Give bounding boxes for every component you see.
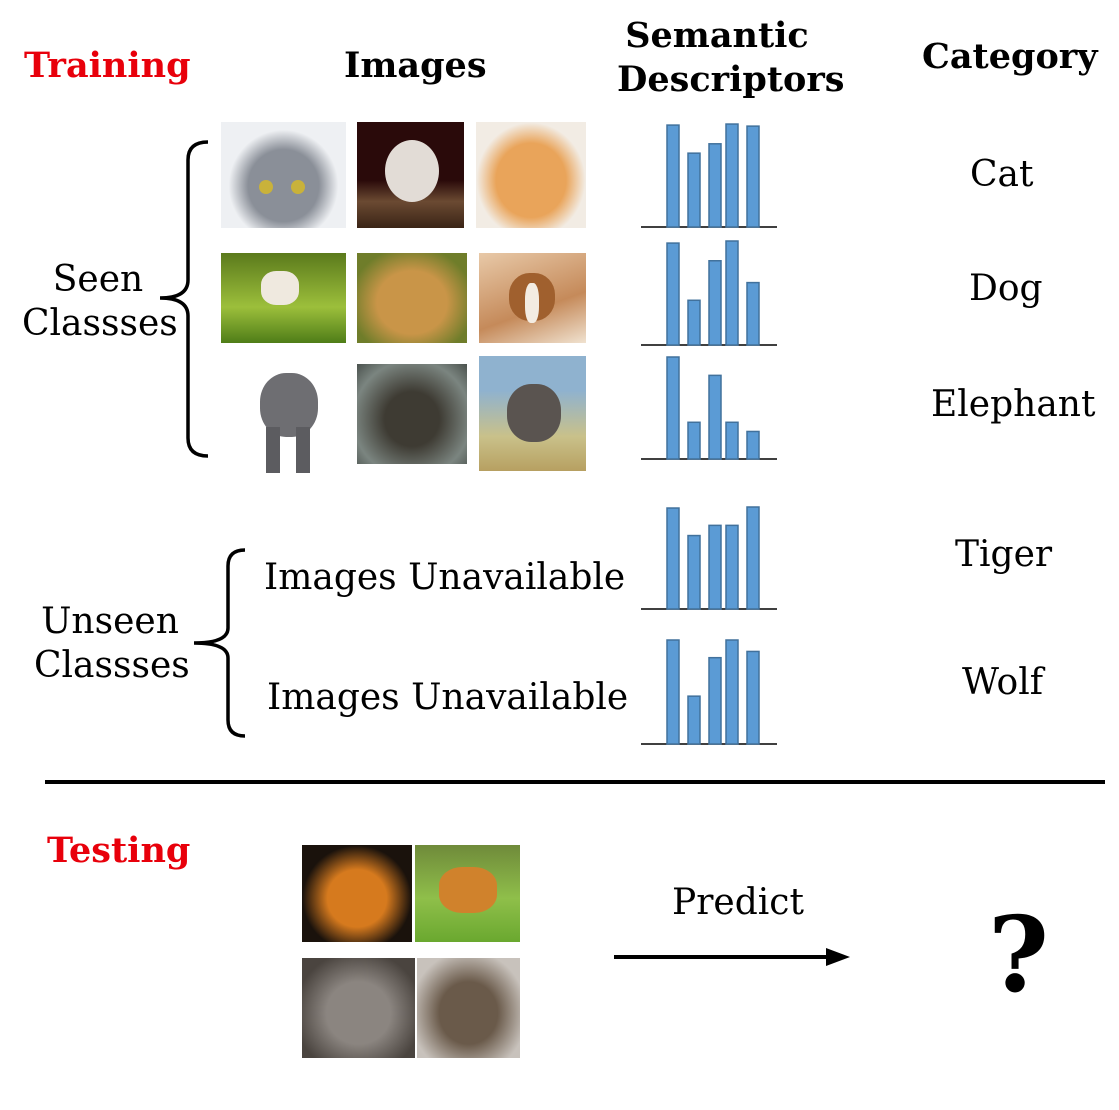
cat-descriptor-bar-5 [746, 125, 760, 228]
wolf-images-unavailable: Images Unavailable [267, 677, 629, 718]
elephant-descriptor-bar-1 [666, 356, 680, 460]
tiger-descriptor-bar-2 [687, 534, 701, 610]
elephant-photo-2 [357, 364, 467, 464]
seen-brace [159, 140, 209, 458]
test-wolf-photo-1 [302, 958, 415, 1058]
cat-photo-2 [357, 122, 464, 228]
training-label: Training [24, 45, 191, 86]
cat-photo-3 [476, 122, 586, 228]
test-tiger-photo-2 [415, 845, 520, 942]
seen-label-line2: Classses [22, 303, 178, 344]
dog-photo-3 [479, 253, 586, 343]
tiger-descriptor-bar-1 [666, 507, 680, 610]
semantic-descriptors-header: Semantic Descriptors [617, 14, 845, 102]
dog-descriptor-bar-1 [666, 242, 680, 346]
dog-photo-1 [221, 253, 346, 343]
predict-label: Predict [672, 882, 804, 923]
test-tiger-photo-1 [302, 845, 412, 942]
elephant-descriptor-bar-2 [687, 421, 701, 460]
unseen-brace [193, 548, 246, 738]
tiger-descriptor-bar-5 [746, 506, 760, 610]
elephant-descriptor-bar-3 [708, 374, 722, 460]
unseen-label-line1: Unseen [41, 601, 179, 642]
descriptors-header-line2: Descriptors [617, 59, 845, 100]
wolf-descriptor-bar-1 [666, 639, 680, 745]
category-wolf: Wolf [962, 662, 1044, 703]
dog-descriptor-bar-5 [746, 281, 760, 346]
cat-descriptor-bar-3 [708, 143, 722, 228]
cat-descriptor-bar-2 [687, 152, 701, 228]
seen-classes-label: Seen Classses [22, 258, 178, 346]
dog-descriptor-bar-4 [725, 240, 739, 346]
images-header: Images [344, 45, 487, 86]
testing-label: Testing [47, 830, 191, 871]
tiger-descriptor-bar-4 [725, 524, 739, 610]
wolf-descriptor-bar-3 [708, 656, 722, 745]
elephant-photo-3 [479, 356, 586, 471]
dog-descriptor-bar-2 [687, 299, 701, 346]
cat-descriptor-bar-1 [666, 124, 680, 228]
descriptors-header-line1: Semantic [625, 15, 809, 56]
category-header: Category [922, 36, 1098, 77]
seen-label-line1: Seen [52, 259, 144, 300]
dog-descriptor-bar-3 [708, 260, 722, 346]
question-mark: ? [988, 893, 1049, 1016]
tiger-descriptor-bar-3 [708, 524, 722, 610]
test-wolf-photo-2 [417, 958, 520, 1058]
category-elephant: Elephant [931, 384, 1096, 425]
wolf-descriptor-bar-2 [687, 695, 701, 745]
tiger-images-unavailable: Images Unavailable [264, 557, 626, 598]
wolf-descriptor-bar-4 [725, 639, 739, 745]
unseen-label-line2: Classses [34, 645, 190, 686]
wolf-descriptor-bar-5 [746, 650, 760, 745]
elephant-descriptor-bar-4 [725, 421, 739, 460]
category-dog: Dog [969, 268, 1043, 309]
dog-photo-2 [357, 253, 467, 343]
cat-descriptor-bar-4 [725, 123, 739, 228]
unseen-classes-label: Unseen Classses [34, 600, 190, 688]
cat-photo-1 [221, 122, 346, 228]
category-cat: Cat [970, 154, 1034, 195]
predict-arrow-head [826, 948, 850, 966]
elephant-photo-1 [248, 367, 330, 475]
category-tiger: Tiger [955, 534, 1053, 575]
elephant-descriptor-bar-5 [746, 430, 760, 460]
